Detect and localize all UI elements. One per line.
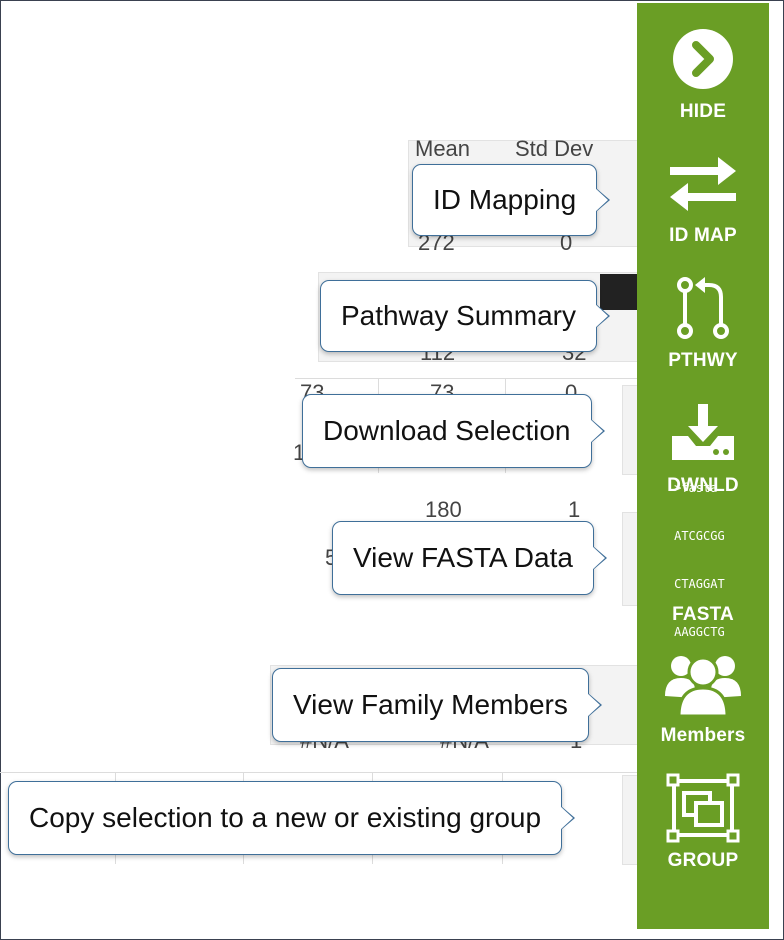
fasta-button[interactable]: >fasta ATCGCGG CTAGGAT AAGGCTG FASTA <box>637 481 769 639</box>
chevron-right-circle-icon <box>672 23 734 95</box>
table-cell: 180 <box>425 497 462 522</box>
swap-arrows-icon <box>666 147 740 219</box>
fasta-icon-line: ATCGCGG <box>674 529 725 543</box>
download-label: DWNLD <box>667 475 739 496</box>
group-icon <box>666 772 740 844</box>
tooltip-pathway-summary: Pathway Summary <box>320 280 597 352</box>
table-cell: 0 <box>560 230 573 255</box>
table-header-mean: Mean <box>415 136 471 161</box>
members-label: Members <box>660 725 746 746</box>
pathway-icon <box>673 272 733 344</box>
tooltip-copy-selection-group: Copy selection to a new or existing grou… <box>8 781 563 855</box>
table-cell: 1 <box>568 497 581 522</box>
pathway-button[interactable]: PTHWY <box>637 252 769 372</box>
download-icon <box>670 397 736 469</box>
id-map-label: ID MAP <box>669 225 737 246</box>
download-button[interactable]: DWNLD <box>637 377 769 497</box>
fasta-label: FASTA <box>672 604 734 625</box>
tooltip-view-family-members: View Family Members <box>272 668 589 742</box>
tooltip-id-mapping: ID Mapping <box>412 164 598 236</box>
fasta-icon-line: AAGGCTG <box>674 625 725 639</box>
hide-button[interactable]: HIDE <box>637 3 769 123</box>
tooltip-download-selection: Download Selection <box>302 394 592 468</box>
group-button[interactable]: GROUP <box>637 752 769 872</box>
pathway-label: PTHWY <box>668 350 738 371</box>
fasta-icon-line: >fasta <box>674 481 718 495</box>
members-icon <box>665 647 741 719</box>
id-map-button[interactable]: ID MAP <box>637 127 769 247</box>
tool-sidebar: HIDE ID MAP PTHWY <box>637 3 769 929</box>
tooltip-view-fasta-data: View FASTA Data <box>332 521 594 595</box>
table-header-stddev: Std Dev <box>515 136 594 161</box>
members-button[interactable]: Members <box>637 627 769 747</box>
hide-label: HIDE <box>679 101 727 122</box>
fasta-icon: >fasta ATCGCGG CTAGGAT AAGGCTG <box>674 481 732 639</box>
group-label: GROUP <box>667 850 739 871</box>
fasta-icon-line: CTAGGAT <box>674 577 725 591</box>
